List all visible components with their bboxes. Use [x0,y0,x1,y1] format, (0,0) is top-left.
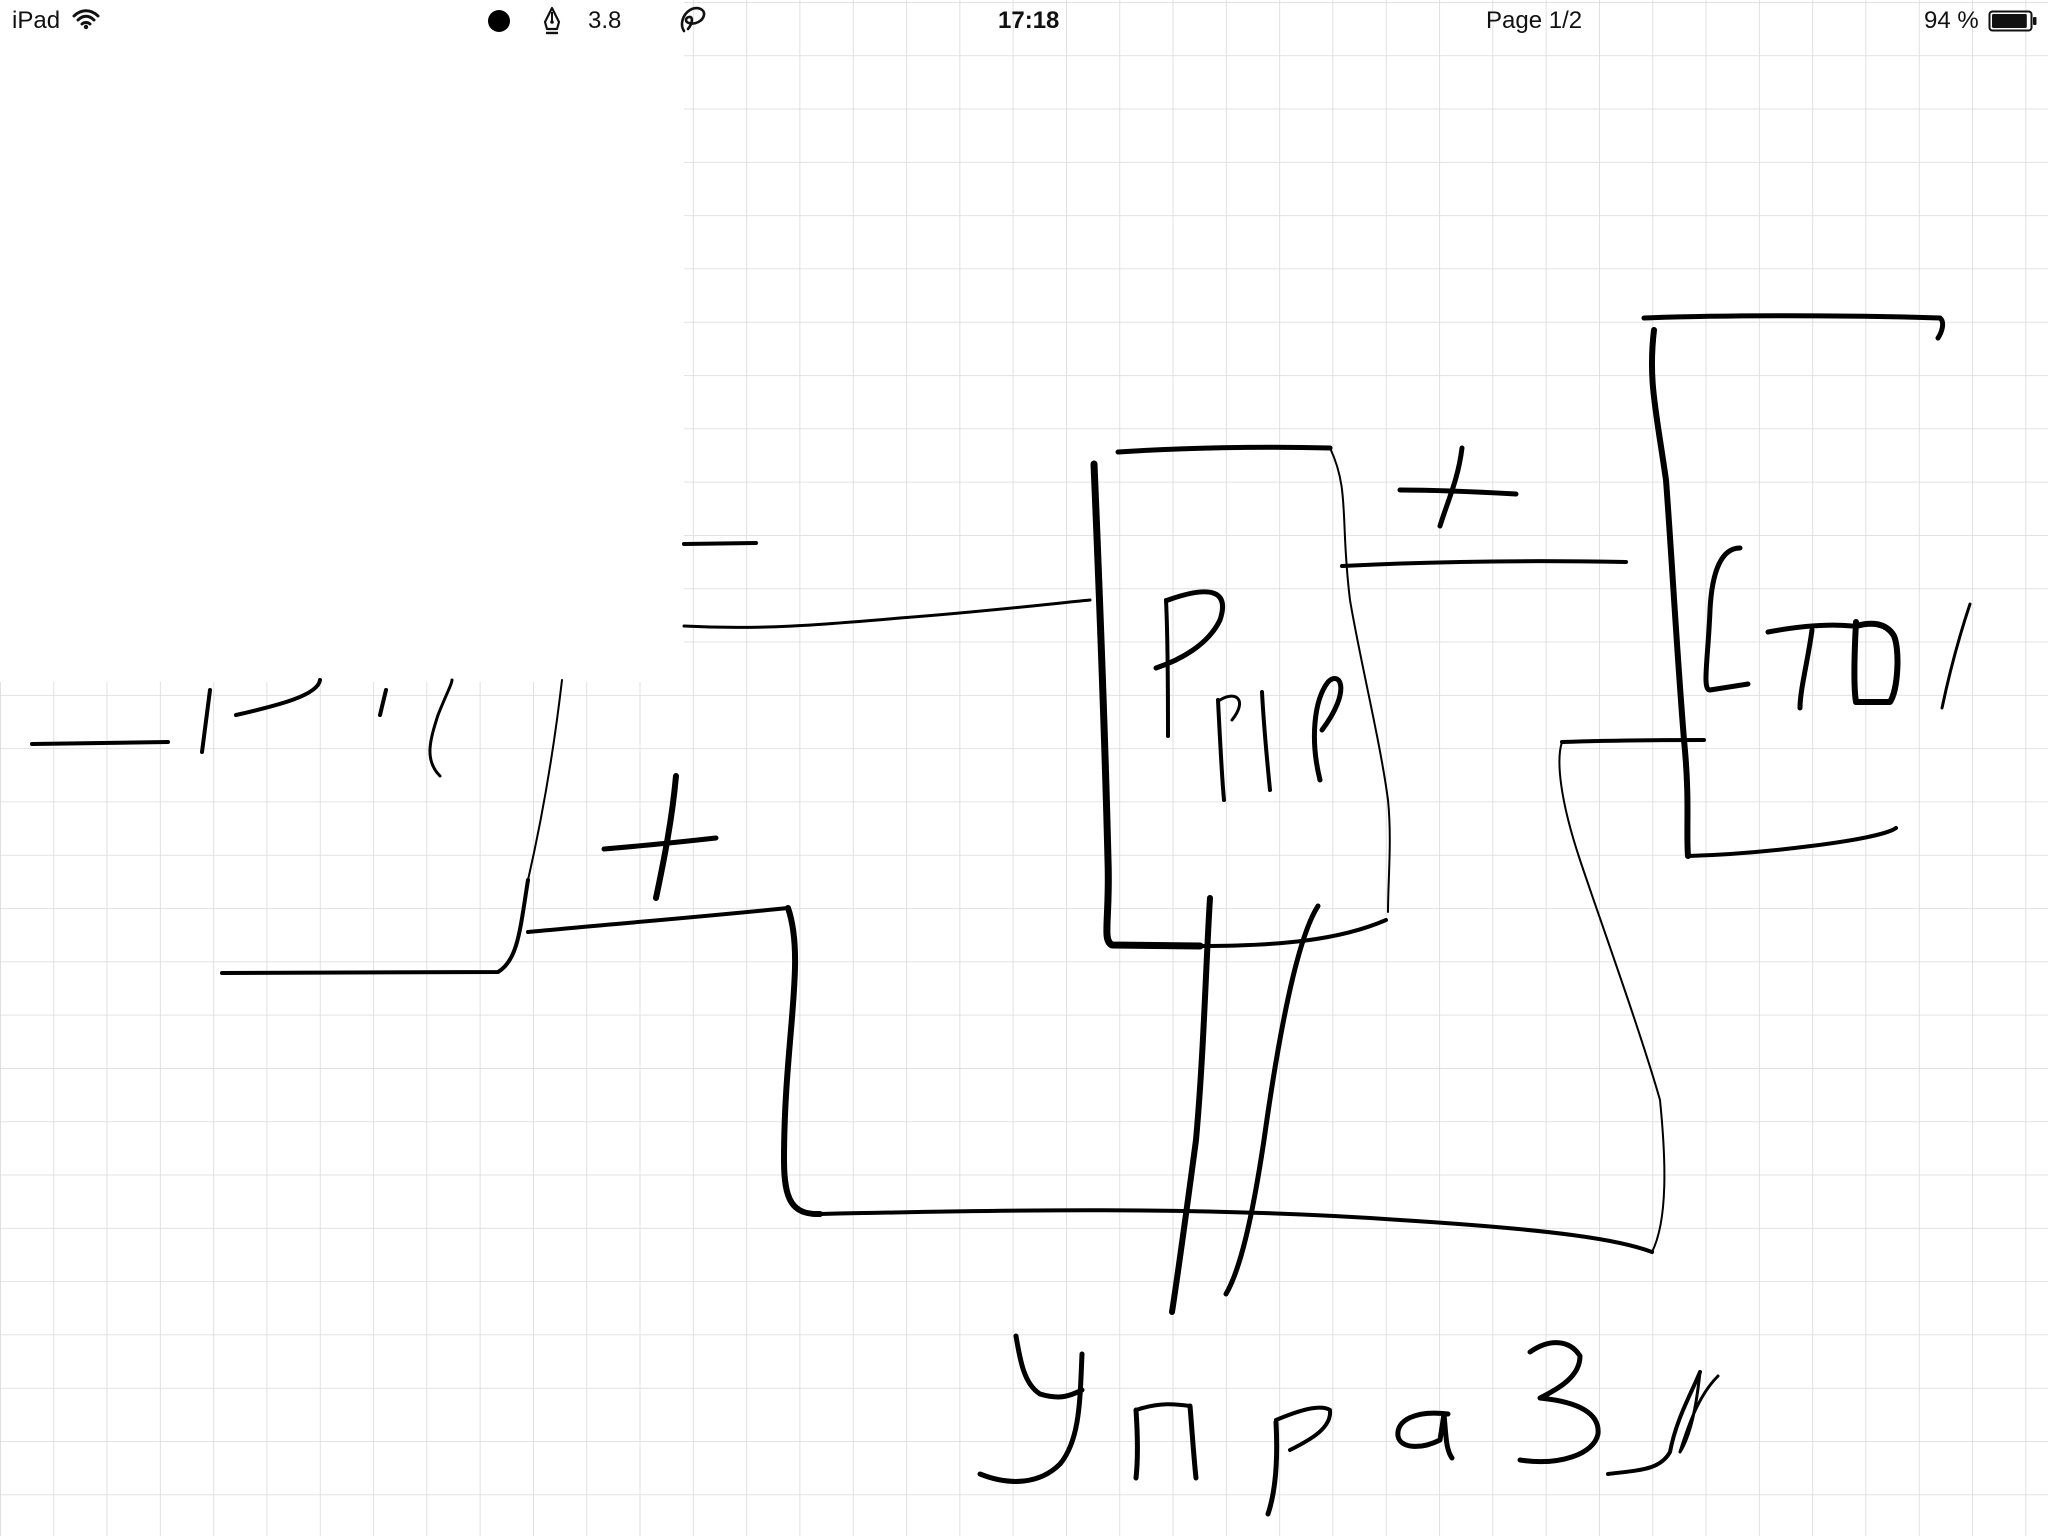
ink-stroke [1187,1403,1199,1481]
ink-stroke [1765,622,1855,635]
ink-stroke [1218,694,1241,722]
ink-stroke [1090,460,1204,950]
ink-stroke [1560,738,1706,744]
ink-stroke [1397,487,1519,497]
ink-stroke [1340,559,1628,568]
color-dot-icon[interactable] [488,10,510,32]
ink-stroke [1133,1407,1140,1481]
ink-stroke [1686,826,1898,858]
wifi-icon [72,8,100,38]
ink-stroke [601,835,719,852]
ink-stroke [1134,1402,1192,1412]
blank-panel [0,0,684,682]
ink-stroke [1265,1419,1280,1517]
device-name: iPad [12,7,61,34]
battery-icon [1988,10,2038,40]
ink-stroke [1115,444,1333,455]
ink-strokes [30,313,1972,1517]
ink-stroke [1703,545,1751,693]
ink-stroke [436,678,454,717]
ink-stroke [682,598,1092,629]
ink-stroke [1641,313,1946,341]
ink-stroke [428,713,442,778]
ink-stroke [1606,1370,1702,1476]
ink-stroke [1153,589,1225,671]
ink-stroke [1223,903,1321,1297]
ink-stroke [781,905,823,1218]
ink-stroke [653,773,679,901]
ink-stroke [818,1208,1654,1254]
ink-stroke [1274,1405,1333,1452]
ink-stroke [1648,327,1691,859]
lasso-icon[interactable] [676,5,708,43]
clock: 17:18 [998,7,1060,34]
ink-stroke [1437,445,1465,529]
ink-stroke [1013,1333,1085,1400]
ink-stroke [1678,1370,1720,1454]
ink-stroke [1198,918,1388,948]
pen-nib-icon[interactable] [540,6,564,44]
ink-stroke [682,541,758,546]
ink-stroke [1395,1410,1455,1461]
ink-stroke [234,678,322,717]
ink-stroke [200,688,212,754]
ink-stroke [1851,619,1901,705]
status-bar: iPad 3.8 17:18 Page 1/2 [0,0,2048,42]
ink-stroke [30,740,170,746]
ink-stroke [1797,627,1815,711]
ink-stroke [1558,741,1666,1253]
ink-stroke [1216,698,1226,802]
ink-stroke [1311,676,1344,783]
ink-stroke [977,1351,1085,1484]
ink-stroke [1169,895,1213,1315]
pen-size[interactable]: 3.8 [588,7,622,34]
ink-stroke [378,688,388,717]
ink-stroke [1164,598,1170,738]
ink-stroke [220,878,530,975]
page-indicator[interactable]: Page 1/2 [1486,7,1583,34]
battery-percentage: 94 % [1924,7,1979,34]
ink-stroke [526,906,790,934]
ink-stroke [1329,447,1391,913]
ink-stroke [1940,602,1972,710]
ink-stroke [1517,1340,1601,1465]
ink-stroke [527,679,563,881]
ink-stroke [1260,690,1272,792]
